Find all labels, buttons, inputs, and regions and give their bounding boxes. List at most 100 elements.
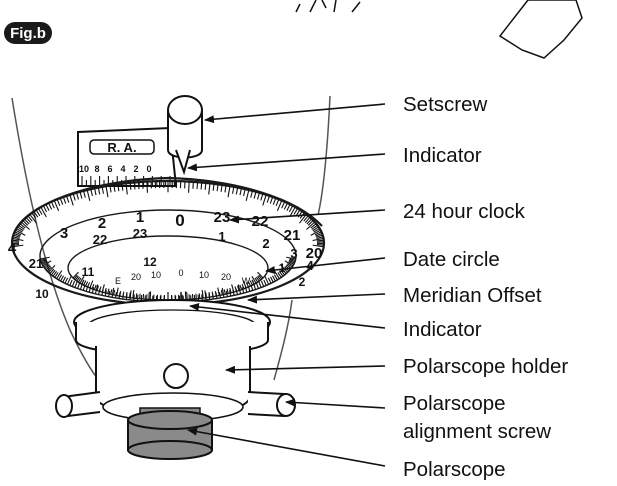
date-ring-tick [263, 279, 267, 286]
clock-ring-tick [311, 224, 318, 230]
clock-ring-tick [101, 186, 104, 194]
date-ring-tick [115, 291, 118, 299]
clock-ring-tick [19, 223, 26, 229]
clock-ring-tick [15, 229, 26, 236]
date-ring-tick [288, 260, 295, 264]
date-ring-tick [111, 287, 115, 298]
offset-ring-tick [81, 279, 85, 285]
clock-ring-tick [196, 182, 199, 190]
clock-ring-tick [83, 190, 86, 198]
clock-ring-tick [245, 189, 250, 201]
date-ring-tick [129, 290, 132, 300]
top-right-outline-shape [498, 0, 583, 59]
offset-ring-tick [229, 287, 232, 293]
clock-ring-tick [14, 231, 22, 236]
date-ring-tick [237, 284, 242, 295]
date-ring-tick [108, 290, 111, 297]
figure-badge: Fig.b [4, 22, 52, 44]
clock-ring-tick [303, 215, 309, 222]
clock-ring-tick [306, 221, 316, 230]
date-ring-tick [82, 284, 86, 291]
clock-ring-tick [133, 182, 136, 190]
clock-ring-tick [239, 188, 242, 196]
offset-ring-tick [257, 271, 264, 279]
clock-ring-tick [204, 182, 207, 190]
date-ring-tick [271, 275, 276, 282]
date-ring-tick [286, 263, 293, 268]
callout-leader-line [285, 398, 386, 409]
clock-ring-tick [208, 183, 211, 195]
date-ring-tick [269, 276, 274, 283]
clock-ring-tick [262, 194, 267, 206]
date-ring-tick [54, 272, 59, 278]
clock-lower-number: 3 [290, 246, 297, 261]
date-ring-tick [136, 294, 139, 301]
offset-ring-tick [107, 288, 110, 294]
date-ring-tick [289, 258, 296, 261]
callout-leader-line [229, 209, 386, 224]
date-circle-number: 2 [299, 275, 306, 289]
clock-upper-number: 1 [136, 209, 144, 226]
clock-ring-tick [16, 227, 23, 233]
date-ring-tick [74, 281, 78, 288]
offset-ring-tick [214, 291, 217, 297]
clock-ring-tick [12, 236, 20, 240]
offset-ring-tick [242, 280, 247, 289]
clock-ring-tick [188, 181, 190, 193]
offset-ring-tick [239, 284, 243, 290]
callout-leader-line [204, 103, 386, 124]
offset-scale-number: E [115, 276, 121, 286]
ra-scale-title: R. A. [107, 140, 136, 155]
date-ring-tick [277, 272, 282, 278]
offset-ring-tick [249, 280, 253, 286]
clock-ring-tick [29, 213, 37, 224]
date-circle-label: Date circle [403, 248, 500, 271]
offset-ring-tick [89, 280, 94, 289]
date-ring-tick [62, 276, 67, 283]
offset-ring-tick [201, 289, 204, 299]
clock-ring-tick [69, 194, 74, 206]
clock-ring-tick [42, 205, 48, 213]
offset-ring-tick [113, 289, 116, 295]
alignment-screw-left [55, 391, 101, 418]
offset-ring-tick [125, 292, 128, 298]
date-ring-tick [258, 281, 262, 288]
polarscope-label: Polarscope [403, 458, 506, 481]
offset-ring-tick [110, 289, 113, 295]
offset-ring-tick [79, 276, 85, 284]
date-ring-tick [288, 261, 295, 265]
clock-ring-tick [31, 212, 37, 219]
ra-scale-number: 8 [94, 164, 99, 174]
clock-ring-tick [33, 211, 39, 218]
clock-ring-tick [275, 199, 280, 207]
offset-ring-tick [223, 289, 226, 295]
mount-body-left-edge [11, 97, 105, 387]
clock-ring-tick [125, 183, 128, 195]
date-ring-tick [64, 277, 69, 284]
offset-ring-tick [122, 291, 125, 297]
date-ring-tick [42, 260, 52, 267]
clock-ring-tick [232, 186, 235, 194]
offset-ring-tick [104, 287, 107, 293]
date-circle-number: 10 [35, 287, 49, 301]
offset-ring-tick [119, 291, 122, 297]
clock-ring-tick [227, 186, 231, 198]
ra-scale-number: 10 [79, 164, 89, 174]
clock-ring-tick [40, 206, 47, 218]
clock-ring-tick [146, 181, 148, 193]
callout-leader-line [187, 427, 386, 467]
ra-scale-number: 2 [133, 164, 138, 174]
date-ring-tick [204, 290, 207, 300]
offset-ring-tick [234, 286, 237, 292]
clock-ring-tick [312, 226, 319, 232]
clock-ring-tick [316, 244, 324, 246]
offset-ring-tick [135, 293, 138, 299]
date-ring-tick [133, 294, 135, 301]
polarscope-eyepiece [127, 407, 213, 460]
clock-ring-tick [86, 189, 91, 201]
date-circle-number: 12 [143, 255, 157, 269]
date-ring-tick [41, 260, 48, 264]
clock-ring-tick [283, 202, 288, 210]
clock-upper-number: 20 [306, 245, 323, 262]
